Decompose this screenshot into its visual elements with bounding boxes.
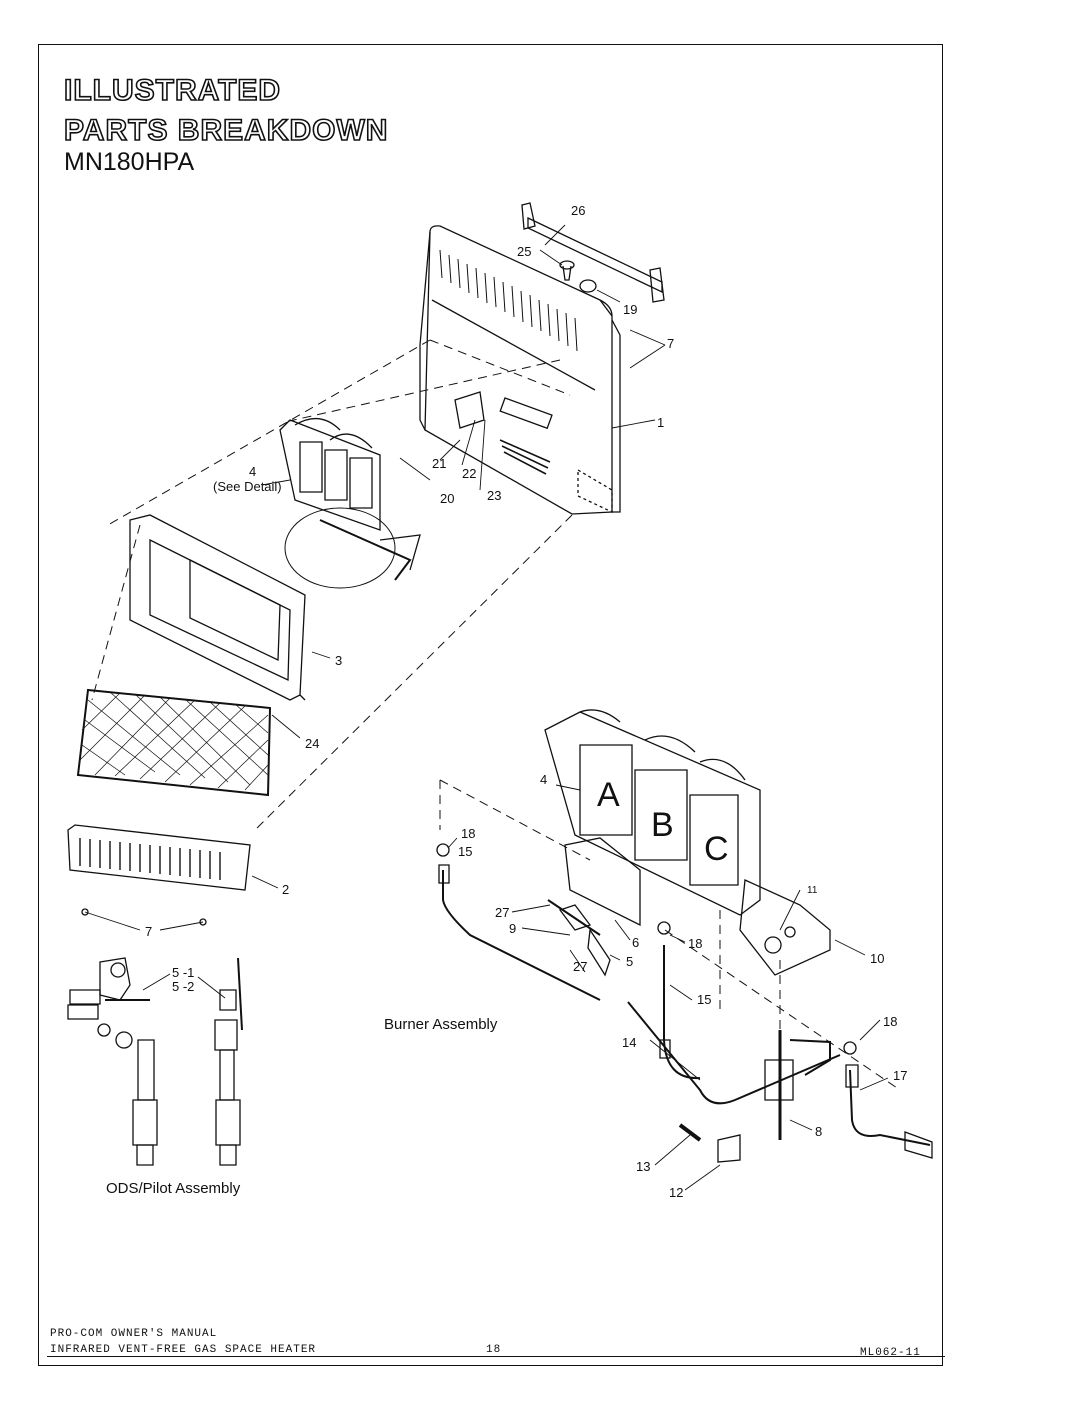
callout-27-b: 27 bbox=[573, 959, 588, 974]
wall-bracket bbox=[522, 203, 664, 302]
callout-17: 17 bbox=[893, 1068, 908, 1083]
cabinet bbox=[420, 226, 620, 514]
ods-pilot-left bbox=[68, 958, 157, 1165]
callout-18-b: 18 bbox=[688, 936, 703, 951]
title-line-2: PARTS BREAKDOWN bbox=[63, 113, 389, 148]
see-detail-label: (See Detail) bbox=[213, 479, 282, 494]
callout-7-bottom: 7 bbox=[145, 924, 153, 939]
callout-15-b: 15 bbox=[697, 992, 712, 1007]
panel-letter-a: A bbox=[597, 776, 620, 814]
callout-24: 24 bbox=[305, 736, 320, 751]
panel-letter-b: B bbox=[651, 806, 674, 844]
burner-assembly-caption: Burner Assembly bbox=[384, 1016, 498, 1033]
page-border bbox=[38, 44, 943, 1366]
assembly-lines bbox=[92, 340, 900, 1090]
callout-9: 9 bbox=[509, 921, 517, 936]
callout-5-1: 5 -1 bbox=[172, 965, 195, 980]
callout-21: 21 bbox=[432, 456, 447, 471]
footer-heater: INFRARED VENT-FREE GAS SPACE HEATER bbox=[50, 1344, 317, 1356]
footer-manual: PRO-COM OWNER'S MANUAL bbox=[50, 1328, 218, 1340]
callout-14: 14 bbox=[622, 1035, 637, 1050]
callout-23: 23 bbox=[487, 488, 502, 503]
callout-18-c: 18 bbox=[883, 1014, 898, 1029]
callout-8: 8 bbox=[815, 1124, 823, 1139]
callout-1: 1 bbox=[657, 415, 665, 430]
footer-rule bbox=[47, 1356, 945, 1357]
ods-pilot-right bbox=[215, 958, 242, 1165]
callout-5: 5 bbox=[626, 954, 634, 969]
callout-2: 2 bbox=[282, 882, 290, 897]
page-number: 18 bbox=[486, 1344, 502, 1356]
panel-letter-c: C bbox=[704, 830, 729, 868]
thumbscrew bbox=[560, 261, 596, 292]
callout-20: 20 bbox=[440, 491, 455, 506]
callout-4-top: 4 bbox=[249, 464, 257, 479]
callout-7-top: 7 bbox=[667, 336, 675, 351]
callout-19: 19 bbox=[623, 302, 638, 317]
front-frame bbox=[130, 515, 305, 700]
callout-27-a: 27 bbox=[495, 905, 510, 920]
callout-11: 11 bbox=[807, 885, 818, 896]
leader-lines bbox=[85, 225, 888, 1190]
callout-10: 10 bbox=[870, 951, 885, 966]
gas-valve-and-tubing bbox=[437, 844, 932, 1162]
callout-5-2: 5 -2 bbox=[172, 979, 195, 994]
bottom-grill bbox=[68, 825, 250, 925]
callout-4-burner: 4 bbox=[540, 772, 548, 787]
callout-13: 13 bbox=[636, 1159, 651, 1174]
callout-18-a: 18 bbox=[461, 826, 476, 841]
doc-code: ML062-11 bbox=[860, 1347, 921, 1359]
callout-25: 25 bbox=[517, 244, 532, 259]
safety-screen bbox=[78, 690, 270, 795]
callout-3: 3 bbox=[335, 653, 343, 668]
title-line-1: ILLUSTRATED bbox=[63, 73, 282, 108]
callout-12: 12 bbox=[669, 1185, 684, 1200]
model-number: MN180HPA bbox=[64, 148, 195, 176]
burner-subassembly bbox=[280, 419, 420, 588]
callout-6: 6 bbox=[632, 935, 640, 950]
callout-15-a: 15 bbox=[458, 844, 473, 859]
callout-22: 22 bbox=[462, 466, 477, 481]
ods-pilot-caption: ODS/Pilot Assembly bbox=[106, 1180, 241, 1197]
callout-26: 26 bbox=[571, 203, 586, 218]
